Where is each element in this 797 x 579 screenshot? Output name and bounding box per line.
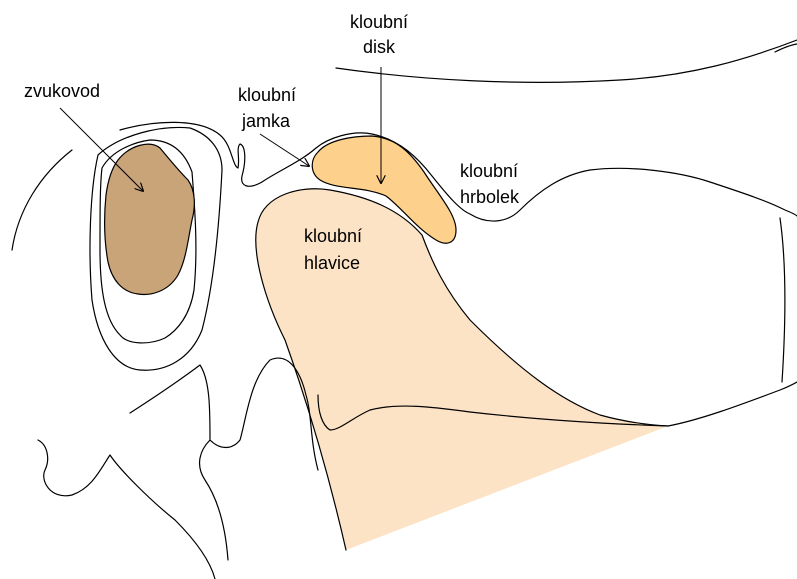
skull-upper-line	[336, 40, 797, 82]
left-outer-arc	[12, 150, 72, 250]
bottom-left-outline	[38, 358, 318, 579]
label-disc-line2: disk	[363, 37, 396, 57]
label-head-line2: hlavice	[304, 253, 360, 273]
label-fossa-line2: jamka	[241, 111, 291, 131]
label-disc-line1: kloubní	[350, 12, 408, 32]
fossa-pointer	[260, 134, 309, 166]
label-ear-canal: zvukovod	[24, 81, 100, 101]
label-head-line1: kloubní	[304, 226, 362, 246]
right-border-line	[780, 218, 785, 382]
label-fossa-line1: kloubní	[238, 85, 296, 105]
label-tubercle-line1: kloubní	[460, 161, 518, 181]
skull-upper-tip	[775, 44, 797, 52]
label-tubercle-line2: hrbolek	[460, 187, 520, 207]
